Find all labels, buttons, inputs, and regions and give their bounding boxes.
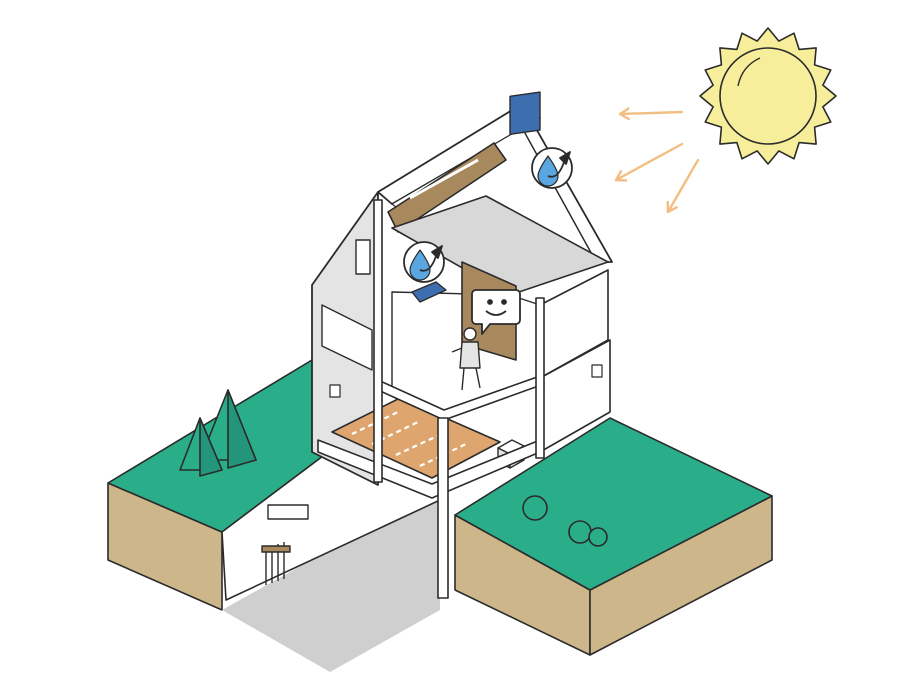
thermostat-switch xyxy=(329,384,341,398)
smile-speech-bubble-icon xyxy=(471,289,521,335)
center-pillar xyxy=(437,417,449,599)
bush-icon xyxy=(588,527,608,547)
arrow-head-icon xyxy=(614,170,628,182)
basement-utility-box xyxy=(267,504,309,520)
basement-floor xyxy=(222,488,440,672)
humidity-icon-attic xyxy=(531,147,573,189)
basement xyxy=(221,446,441,672)
attic-wood-panel xyxy=(387,142,507,233)
right-grass-top xyxy=(454,417,773,591)
right-wall-switch xyxy=(591,364,603,378)
humidity-icon-floor xyxy=(403,241,445,283)
person-icon xyxy=(451,327,481,391)
attic-blue-panel xyxy=(509,91,541,136)
water-drop-icon xyxy=(537,155,559,187)
sun-core xyxy=(719,47,817,145)
basement-pipes xyxy=(261,542,291,585)
left-pillar xyxy=(373,199,383,483)
sun-ray-arrow xyxy=(614,142,684,182)
middle-blue-device xyxy=(411,281,447,303)
sun xyxy=(699,27,837,165)
pine-tree-icon xyxy=(179,417,223,477)
left-wall-window xyxy=(355,239,371,275)
right-ground-block xyxy=(454,417,773,656)
sun-highlight xyxy=(737,57,761,87)
sun-ray-arrow xyxy=(666,158,700,214)
arrow-head-icon xyxy=(618,107,630,121)
pine-tree-icon xyxy=(199,389,257,469)
person xyxy=(451,289,521,391)
left-upper-room-opening xyxy=(321,304,373,371)
arrow-head-icon xyxy=(666,200,678,214)
sun-rays xyxy=(614,107,700,214)
pine-trees xyxy=(179,389,257,477)
bush-icon xyxy=(522,495,548,521)
bush-icon xyxy=(568,520,592,544)
sun-ray-arrow xyxy=(618,110,684,116)
water-drop-icon xyxy=(409,249,431,281)
bushes xyxy=(522,495,608,547)
right-pillar xyxy=(535,297,545,459)
